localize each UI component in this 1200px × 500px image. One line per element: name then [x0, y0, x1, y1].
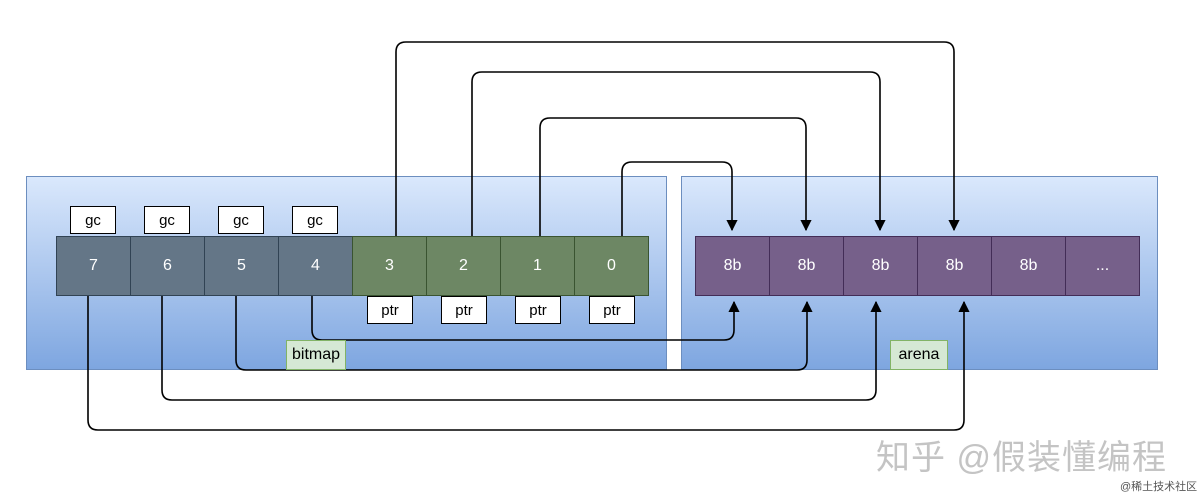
bitmap-cell-5: 5 [204, 236, 279, 296]
gc-tag: gc [218, 206, 264, 234]
arrow-ptr-2-to-slot-3 [471, 71, 886, 236]
arrow-gc-5-to-slot-2 [235, 296, 813, 371]
bitmap-cell-3: 3 [352, 236, 427, 296]
arena-slot-5: 8b [991, 236, 1066, 296]
gc-tag: gc [292, 206, 338, 234]
ptr-tag: ptr [441, 296, 487, 324]
bitmap-cell-4: 4 [278, 236, 353, 296]
arena-slot-4: 8b [917, 236, 992, 296]
arena-slot-1: 8b [695, 236, 770, 296]
arrow-gc-7-to-slot-4 [87, 296, 970, 431]
gc-tag: gc [144, 206, 190, 234]
bitmap-label: bitmap [286, 340, 346, 370]
arena-label: arena [890, 340, 948, 370]
arrow-ptr-1-to-slot-2 [539, 117, 812, 236]
arena-slot-2: 8b [769, 236, 844, 296]
arena-slot-more: ... [1065, 236, 1140, 296]
arrow-ptr-0-to-slot-1 [621, 161, 738, 236]
watermark-text: 知乎 @假装懂编程 [876, 439, 1167, 477]
ptr-tag: ptr [367, 296, 413, 324]
gc-tag: gc [70, 206, 116, 234]
arrow-gc-6-to-slot-3 [161, 296, 882, 401]
bitmap-cell-2: 2 [426, 236, 501, 296]
arrow-ptr-3-to-slot-4 [395, 41, 960, 236]
ptr-tag: ptr [589, 296, 635, 324]
bitmap-cell-7: 7 [56, 236, 131, 296]
source-credit: @稀土技术社区 [1120, 481, 1198, 493]
ptr-tag: ptr [515, 296, 561, 324]
bitmap-cell-0: 0 [574, 236, 649, 296]
arrow-gc-4-to-slot-1 [311, 296, 740, 341]
